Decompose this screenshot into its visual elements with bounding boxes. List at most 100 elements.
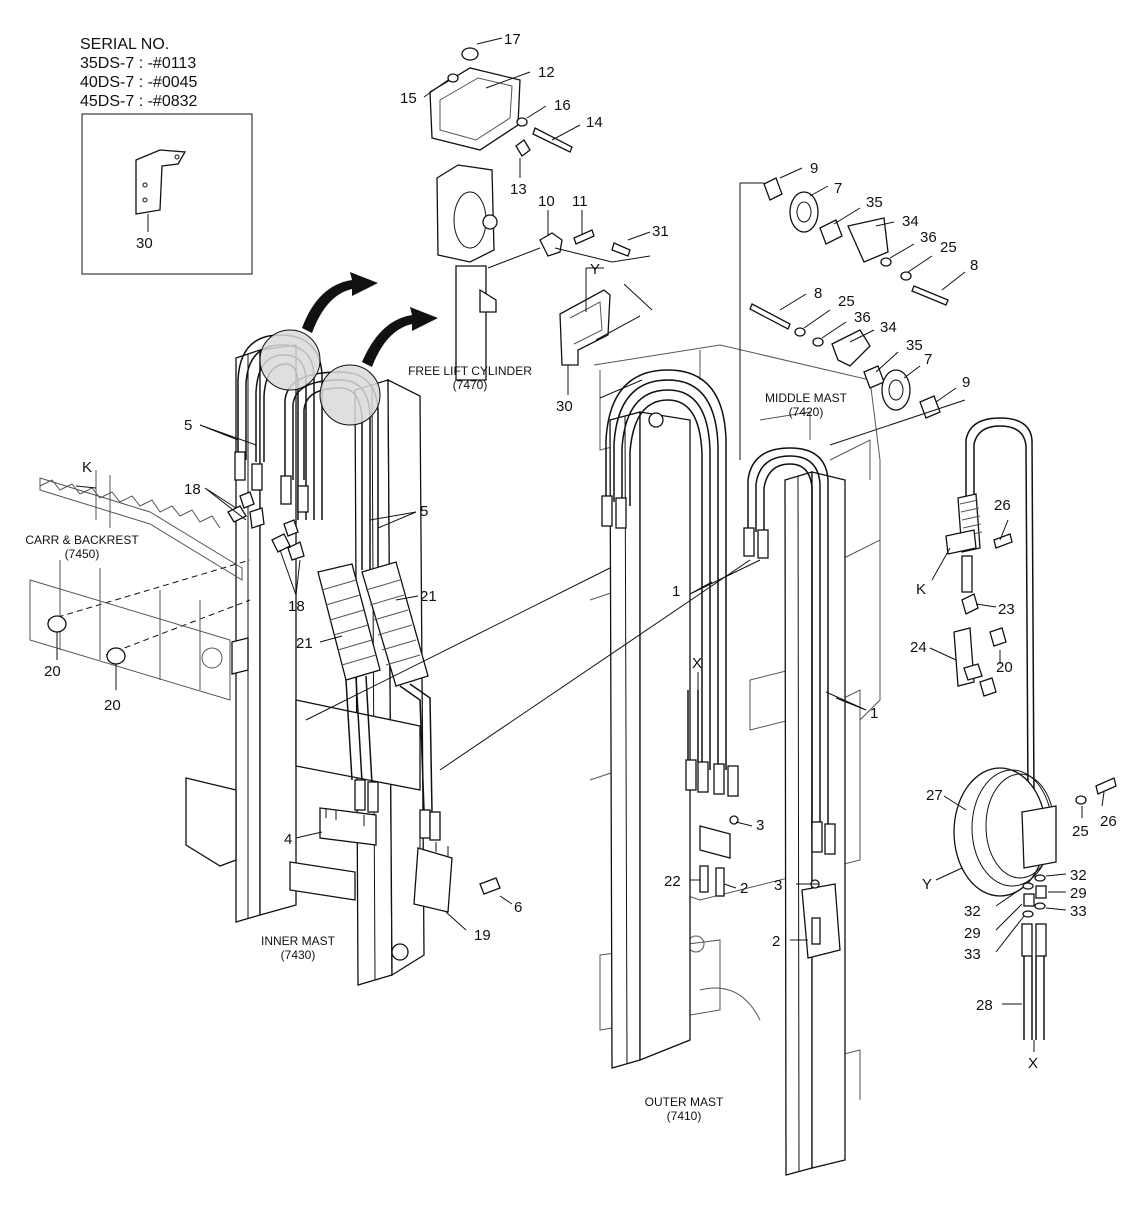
leader-line <box>445 911 467 931</box>
callout-3-top: 3 <box>756 817 764 834</box>
leader-line <box>551 124 581 141</box>
curved-arrow-icon <box>362 307 438 367</box>
serial-line-40ds7: 40DS-7 : -#0045 <box>80 74 198 91</box>
top-bracket-assembly <box>429 47 573 157</box>
callout-28: 28 <box>976 997 993 1014</box>
callout-x-bottom: X <box>1028 1055 1038 1072</box>
callout-30-inset: 30 <box>136 235 153 252</box>
washer-36-icon <box>812 337 824 347</box>
leader-line <box>395 595 419 601</box>
bolt-11-icon <box>573 229 595 245</box>
assembly-captions: FREE LIFT CYLINDER (7470) MIDDLE MAST (7… <box>25 364 847 1123</box>
cylinder-head-icon <box>436 164 495 263</box>
callout-36-mid: 36 <box>854 309 871 326</box>
sleeve-ribs <box>321 579 377 666</box>
leader-line <box>1101 791 1105 807</box>
caption-middle-mast: MIDDLE MAST <box>765 391 848 405</box>
leader-line <box>499 895 513 905</box>
callout-18-bottom: 18 <box>288 598 305 615</box>
callout-7-top: 7 <box>834 180 842 197</box>
washer-25-icon <box>794 327 806 337</box>
outer-mast <box>601 369 846 1176</box>
callout-21-right: 21 <box>420 588 437 605</box>
roller-icon <box>201 647 223 669</box>
callout-x-mid: X <box>692 655 702 672</box>
oring-32-icon <box>1022 882 1034 890</box>
sleeve-21-right-icon <box>361 561 429 687</box>
callout-32-left: 32 <box>964 903 981 920</box>
plug-20-icon <box>989 627 1007 647</box>
bolt-13-icon <box>515 139 531 157</box>
hose-end-fitting-icon <box>251 463 263 491</box>
connector-line <box>305 567 611 721</box>
sleeve-21-left-icon <box>317 563 381 681</box>
sheave-7-icon <box>789 191 819 233</box>
roller-icon <box>391 943 409 961</box>
sheave-hub <box>796 201 812 223</box>
tee-fitting-18-icon <box>239 491 255 509</box>
callout-9-mid: 9 <box>962 374 970 391</box>
callout-10: 10 <box>538 193 555 210</box>
callout-3-bottom: 3 <box>774 877 782 894</box>
leader-line <box>369 511 417 529</box>
manifold-19-icon <box>413 847 453 913</box>
hose-end-fitting-icon <box>280 475 292 505</box>
stop-block-icon <box>231 637 249 675</box>
leader-line <box>627 231 651 241</box>
cylinder-mount-icon <box>479 288 497 313</box>
washer-25-icon <box>1075 795 1087 805</box>
serial-line-35ds7: 35DS-7 : -#0113 <box>80 55 196 72</box>
oring-33-icon <box>1034 902 1046 910</box>
bearing-35-icon <box>819 219 843 245</box>
callout-7-mid: 7 <box>924 351 932 368</box>
hose-guard-ribs <box>959 499 983 537</box>
caption-carr-backrest: CARR & BACKREST <box>25 533 139 547</box>
callout-35-mid: 35 <box>906 337 923 354</box>
callout-13: 13 <box>510 181 527 198</box>
hose-end-fitting-icon <box>757 529 769 559</box>
caption-free-lift-code: (7470) <box>453 378 488 392</box>
washer-36-icon <box>880 257 892 267</box>
fitting-31-icon <box>611 242 631 257</box>
leader-line <box>999 519 1009 541</box>
arc-detail <box>699 987 761 1021</box>
callout-11: 11 <box>572 193 588 210</box>
reel-hose-inner <box>973 425 1029 801</box>
mast-rail-left-web <box>259 344 297 916</box>
callout-19: 19 <box>474 927 491 944</box>
plug-20-icon <box>47 615 67 633</box>
hose-reel-assembly <box>945 417 1117 1040</box>
leader-line <box>821 321 847 339</box>
elbow-23-icon <box>961 593 979 615</box>
callout-25-mid: 25 <box>838 293 855 310</box>
leader-line <box>849 329 875 343</box>
manifold-4-icon <box>319 807 377 846</box>
hose-end-fitting-icon <box>811 821 823 853</box>
hose-end-fitting-icon <box>601 495 613 527</box>
reel-hose-outer <box>965 417 1035 801</box>
bolt-hole-icon <box>142 197 148 203</box>
callout-9-top: 9 <box>810 160 818 177</box>
leader-line <box>931 547 951 581</box>
bolt-26-icon <box>1095 777 1117 795</box>
plug-20-icon <box>106 647 126 665</box>
leader-line <box>319 635 343 643</box>
hose-end-fitting-icon <box>824 823 836 855</box>
leader-line <box>929 647 957 661</box>
mast-foot-icon <box>185 777 237 867</box>
inner-mast-hoses <box>227 329 501 913</box>
callout-5-left: 5 <box>184 417 192 434</box>
manifold-icon <box>699 825 731 859</box>
bracket-34-icon <box>831 329 871 367</box>
hose-end-fitting-icon <box>615 497 627 529</box>
callout-12: 12 <box>538 64 555 81</box>
middle-mast-block <box>749 669 791 731</box>
leader-line <box>995 887 1023 907</box>
callout-26-right: 26 <box>1100 813 1117 830</box>
hose-1c <box>747 447 829 830</box>
sleeve-ribs <box>365 579 421 666</box>
caption-inner-mast: INNER MAST <box>261 934 336 948</box>
callout-29-left: 29 <box>964 925 981 942</box>
callout-34-top: 34 <box>902 213 919 230</box>
leader-line <box>825 691 867 711</box>
